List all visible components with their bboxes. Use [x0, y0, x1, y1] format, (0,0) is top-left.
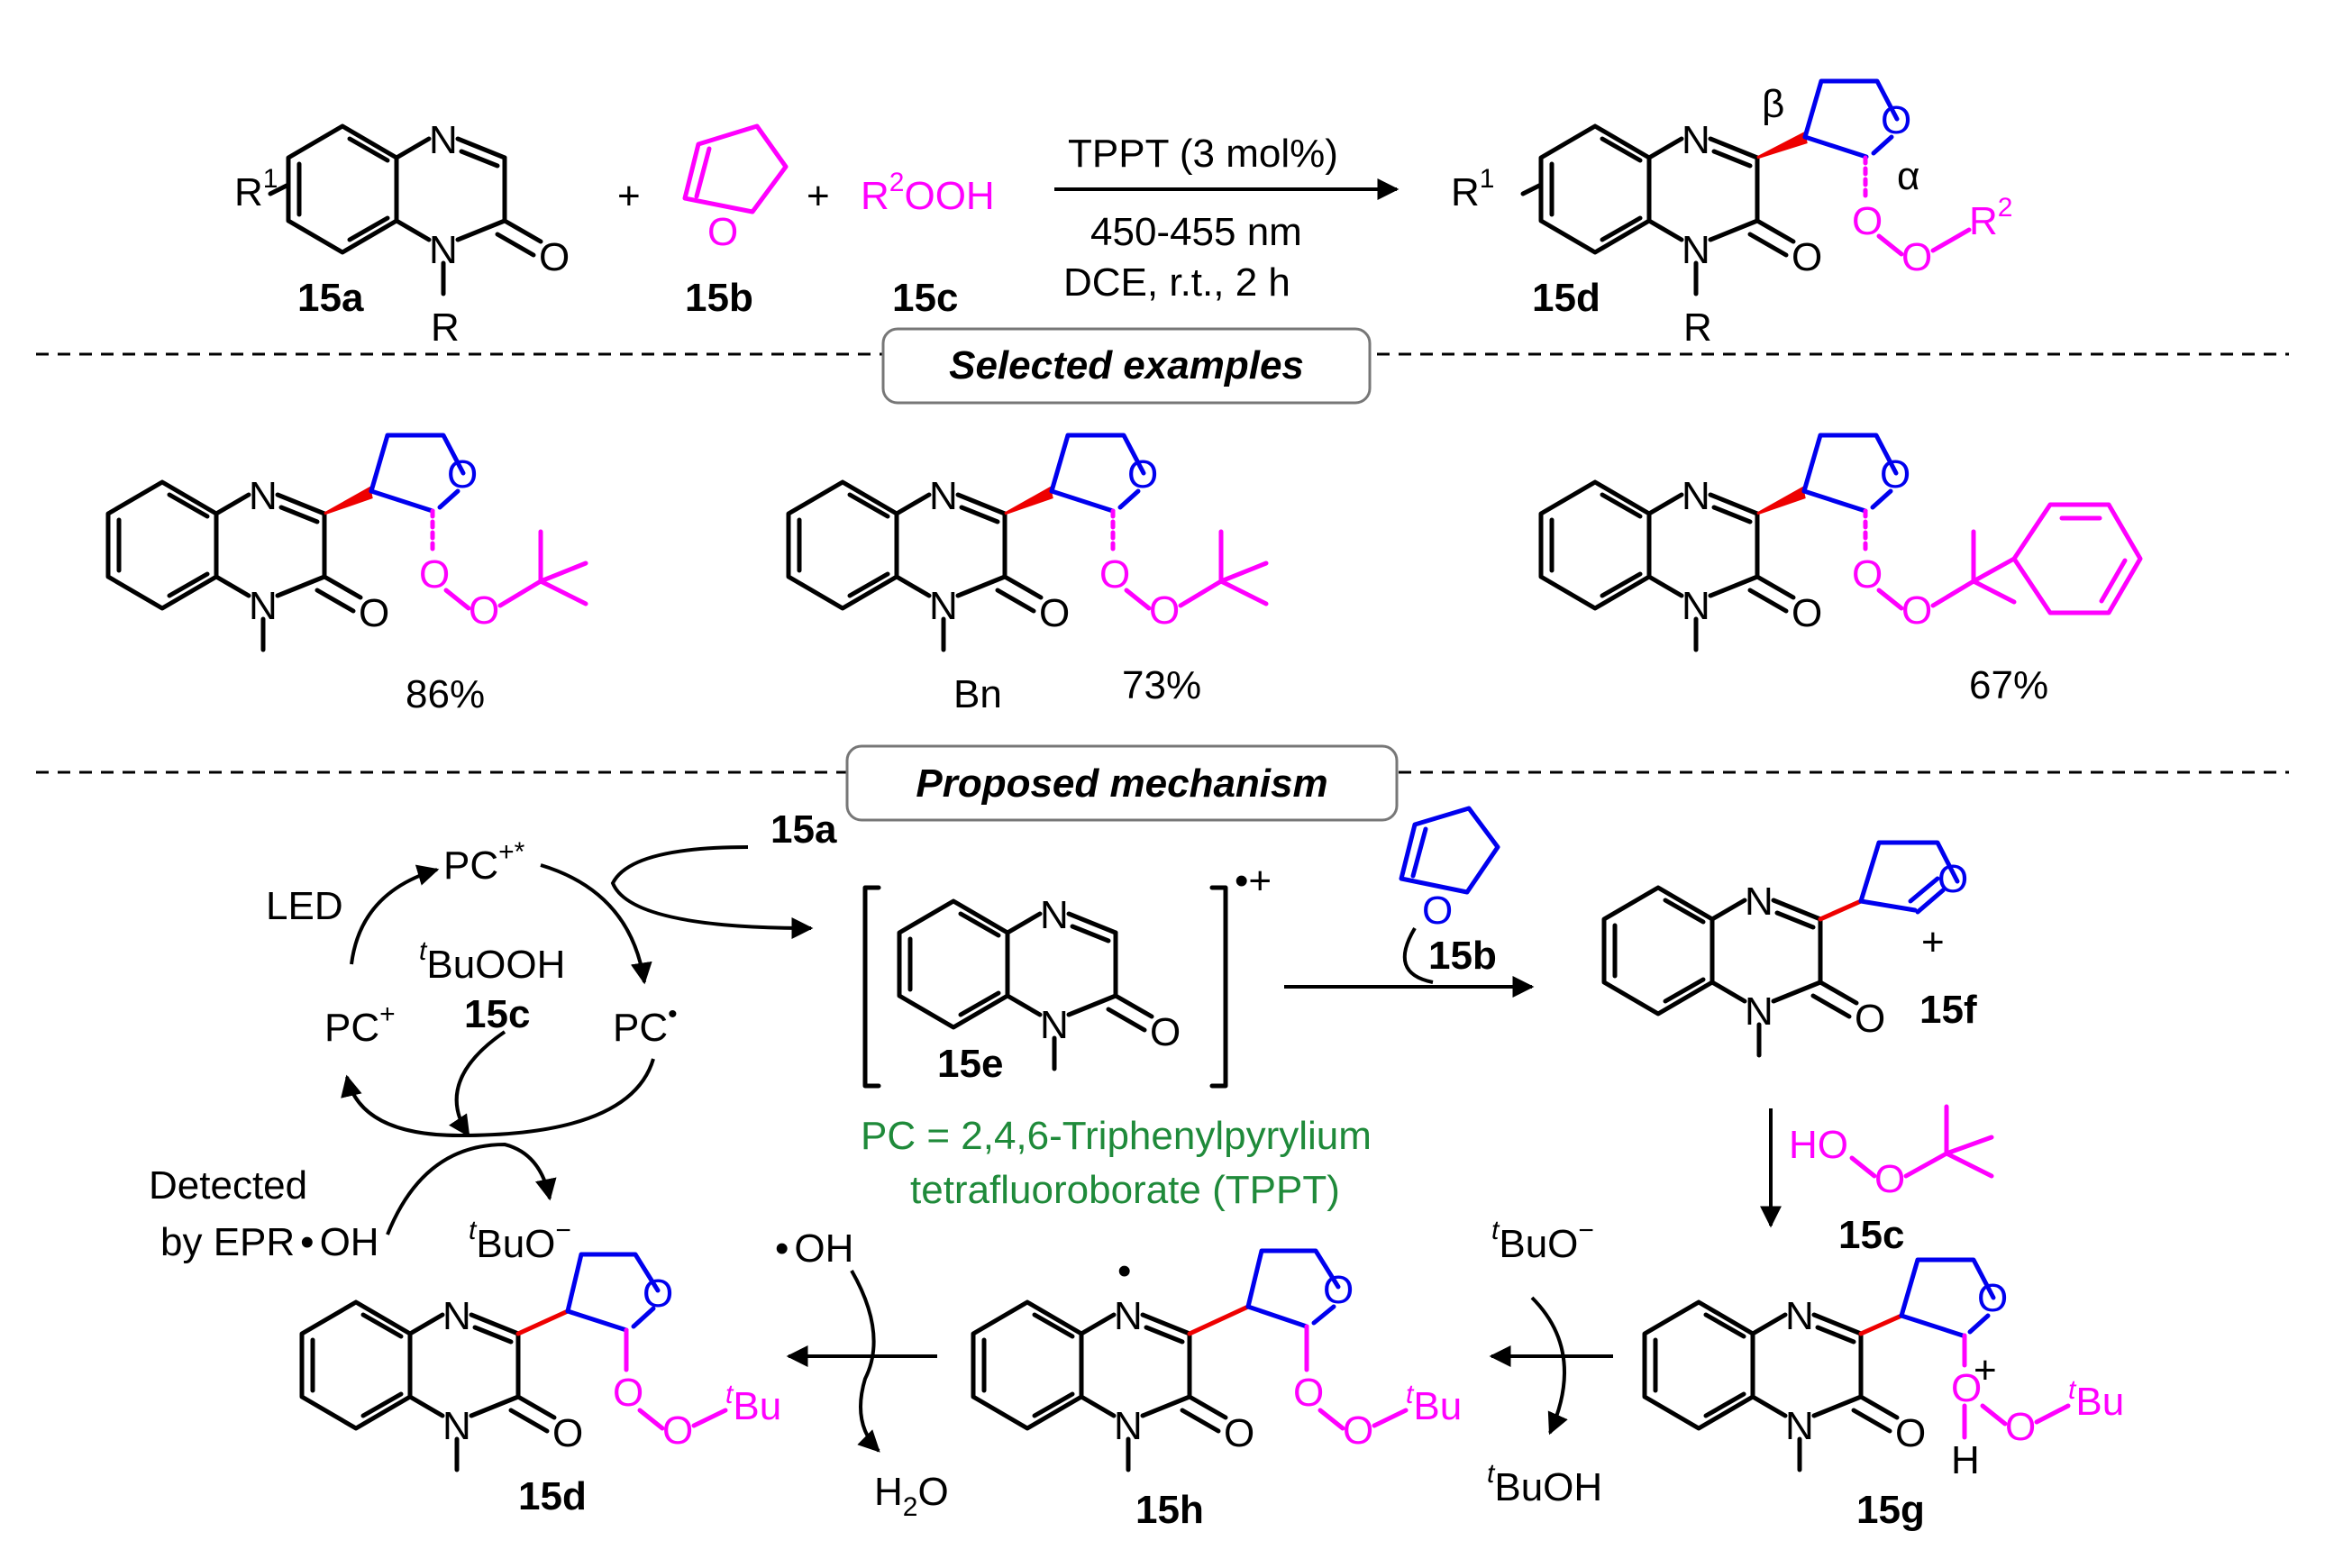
svg-text:O: O — [1343, 1408, 1373, 1453]
label-15c-cycle: 15c — [464, 992, 530, 1036]
label-15d-mech: 15d — [518, 1474, 587, 1518]
intermediate-15g: O O + H O tBu 15g — [1645, 1257, 2124, 1532]
radical-cation-label: •+ — [1235, 859, 1272, 903]
hat-arrow: •OH H2O — [775, 1226, 949, 1522]
condition-solvent: DCE, r.t., 2 h — [1063, 260, 1290, 305]
label-15c-mech: 15c — [1838, 1213, 1904, 1257]
catalytic-cycle: PC+* LED PC+ PC• tBuOOH 15c 15a Detected… — [149, 807, 837, 1266]
tbuo-minus-2: tBuO− — [1491, 1216, 1594, 1266]
plus-1: + — [617, 174, 641, 218]
intermediate-15h: • O O O tBu 15h — [973, 1248, 1462, 1532]
led-label: LED — [266, 884, 343, 928]
condition-catalyst: TPPT (3 mol%) — [1068, 132, 1338, 176]
svg-text:tBu: tBu — [2068, 1375, 2124, 1424]
condition-light: 450-455 nm — [1090, 210, 1302, 254]
label-15b: 15b — [685, 276, 753, 320]
deprotonation-arrow: tBuO− tBuOH — [1487, 1216, 1613, 1509]
alpha-label: α — [1897, 154, 1919, 198]
radical-dot-15h: • — [1117, 1249, 1131, 1293]
example-2: O O Bn 73% — [789, 435, 1269, 716]
peroxide-attack: HO O 15c — [1760, 1104, 1994, 1257]
label-15b-mech: 15b — [1428, 934, 1497, 978]
label-15d: 15d — [1532, 276, 1600, 320]
svg-text:O: O — [662, 1408, 693, 1453]
selected-examples-heading: Selected examples — [949, 343, 1304, 387]
label-15a: 15a — [297, 276, 364, 320]
h2o-label: H2O — [874, 1470, 949, 1522]
oxygen-15b: O — [707, 210, 738, 254]
tbuoh-label: tBuOH — [1487, 1459, 1602, 1509]
pc-excited: PC+* — [443, 837, 525, 888]
svg-text:O: O — [1938, 857, 1968, 901]
tbuooh-label: tBuOOH — [419, 936, 565, 987]
svg-text:R2: R2 — [1969, 193, 2012, 243]
substrate-15a: R1 R 15a — [234, 118, 570, 350]
pc-radical: PC• — [613, 999, 678, 1050]
r1-label: R1 — [234, 164, 278, 214]
tbuo-minus-1: tBuO− — [469, 1216, 571, 1266]
plus-15f: + — [1921, 920, 1945, 964]
label-15f: 15f — [1919, 988, 1977, 1032]
label-15e: 15e — [937, 1042, 1003, 1086]
svg-text:O: O — [1293, 1371, 1324, 1415]
svg-text:O: O — [1149, 588, 1180, 633]
r-label-15d: R — [1683, 305, 1712, 350]
beta-label: β — [1762, 82, 1784, 126]
label-15g: 15g — [1856, 1488, 1925, 1532]
yield-example-1: 86% — [406, 672, 485, 716]
svg-text:R2OOH: R2OOH — [861, 168, 995, 218]
svg-text:O: O — [1951, 1366, 1982, 1410]
svg-text:O: O — [2005, 1405, 2036, 1449]
svg-text:tBu: tBu — [725, 1380, 781, 1428]
detected-line2: by EPR•OH — [160, 1220, 379, 1264]
svg-text:O: O — [469, 588, 499, 633]
oh-radical: •OH — [775, 1226, 853, 1271]
r-label-15a: R — [431, 305, 460, 350]
svg-text:tBu: tBu — [1406, 1380, 1462, 1428]
intermediate-15e: •+ 15e — [862, 859, 1272, 1089]
pc-definition-line2: tetrafluoroborate (TPPT) — [910, 1168, 1340, 1212]
addition-arrow: O 15b — [1284, 806, 1535, 998]
product-15d-mech: O O O tBu 15d — [302, 1252, 781, 1518]
bn-label: Bn — [953, 672, 1002, 716]
intermediate-15f: O + 15f — [1604, 840, 1977, 1055]
plus-15g: + — [1974, 1348, 1997, 1392]
detected-line1: Detected — [149, 1163, 307, 1208]
pc-definition-line1: PC = 2,4,6-Triphenylpyrylium — [861, 1114, 1372, 1158]
h-label-15g: H — [1951, 1438, 1980, 1482]
svg-text:O: O — [1874, 1157, 1905, 1201]
label-15a-mech: 15a — [770, 807, 837, 852]
plus-2: + — [807, 174, 830, 218]
substrate-15b: O 15b — [682, 123, 789, 320]
example-1: O O 86% — [108, 435, 588, 716]
svg-text:O: O — [1901, 235, 1932, 279]
reaction-arrow-top: TPPT (3 mol%) 450-455 nm DCE, r.t., 2 h — [1054, 132, 1400, 305]
product-15d: R1 R 15d O O R2 β α — [1451, 81, 2012, 350]
example-3: O O 67% — [1541, 435, 2143, 707]
ho-label: HO — [1789, 1123, 1848, 1167]
svg-text:O: O — [1977, 1276, 2008, 1320]
svg-text:O: O — [1323, 1268, 1354, 1312]
label-15h: 15h — [1135, 1488, 1204, 1532]
svg-text:O: O — [1422, 889, 1453, 933]
pc-cation: PC+ — [324, 999, 396, 1050]
substrate-15c: R2OOH 15c — [861, 168, 995, 320]
svg-text:O: O — [643, 1272, 673, 1316]
label-15c: 15c — [892, 276, 958, 320]
r1-label-product: R1 — [1451, 164, 1494, 214]
svg-text:O: O — [1901, 588, 1932, 633]
yield-example-2: 73% — [1122, 663, 1201, 707]
yield-example-3: 67% — [1969, 663, 2048, 707]
proposed-mechanism-heading: Proposed mechanism — [916, 761, 1327, 806]
svg-text:O: O — [613, 1371, 643, 1415]
